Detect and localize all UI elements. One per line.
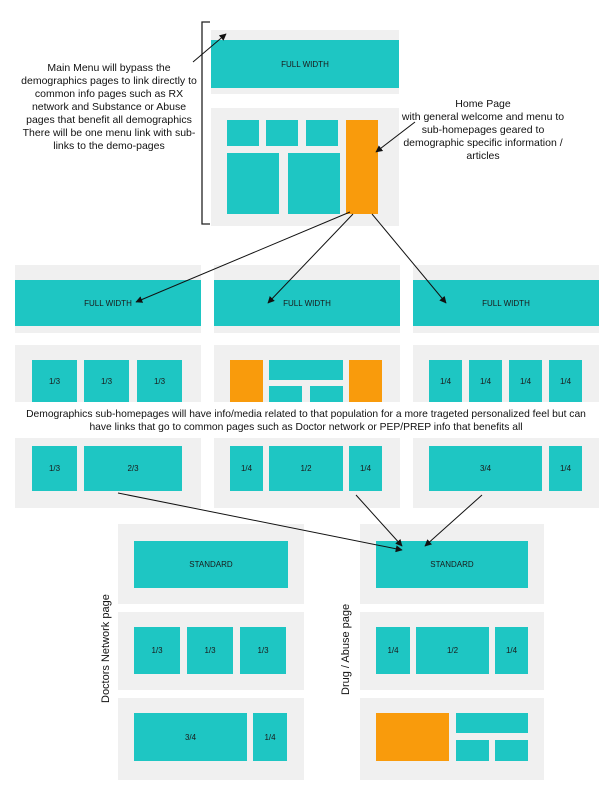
- drug-row1-col2: 1/2: [416, 627, 489, 674]
- home-header-label: FULL WIDTH: [281, 59, 329, 69]
- middle-sub-row1-bottom-2: [310, 386, 343, 402]
- doctors-row2-col1-label: 3/4: [184, 732, 197, 742]
- doctors-row1-col1: 1/3: [134, 627, 180, 674]
- left-sub-row1-col2-label: 1/3: [100, 376, 113, 386]
- middle-sub-row2-col3-label: 1/4: [359, 464, 372, 473]
- doctors-header-block: STANDARD: [134, 541, 288, 588]
- right-sub-row2-col1: 3/4: [429, 446, 542, 491]
- right-sub-row1-col4: 1/4: [549, 360, 582, 402]
- demographics-note: Demographics sub-homepages will have inf…: [26, 409, 586, 433]
- home-menu-block: [346, 120, 378, 214]
- doctors-row1-col3-label: 1/3: [257, 646, 269, 655]
- drug-row1-col3-label: 1/4: [505, 646, 518, 655]
- middle-sub-row2-col2-label: 1/2: [300, 464, 312, 473]
- home-block-3: [306, 120, 338, 146]
- middle-sub-row2-col3: 1/4: [349, 446, 382, 491]
- doctors-page-title: Doctors Network page: [100, 594, 112, 703]
- main-menu-note: Main Menu will bypass the demographics p…: [21, 62, 197, 152]
- right-sub-row2-col1-label: 3/4: [479, 464, 492, 473]
- home-header-block: FULL WIDTH: [211, 40, 399, 88]
- drug-header-block: STANDARD: [376, 541, 528, 588]
- right-sub-row2-col2: 1/4: [549, 446, 582, 491]
- drug-row1-col1: 1/4: [376, 627, 410, 674]
- drug-menu-block: [376, 713, 449, 761]
- right-sub-row1-col3-label: 1/4: [519, 376, 532, 386]
- doctors-row1-col1-label: 1/3: [151, 646, 163, 655]
- left-sub-row1-col2: 1/3: [84, 360, 129, 402]
- doctors-row2-col2-label: 1/4: [264, 732, 276, 742]
- drug-row2-bottom-1: [456, 740, 489, 761]
- home-page-note: Home Page with general welcome and menu …: [401, 98, 565, 162]
- left-sub-row2-col2: 2/3: [84, 446, 182, 491]
- right-sub-row1-col2: 1/4: [469, 360, 502, 402]
- right-sub-row1-col3: 1/4: [509, 360, 542, 402]
- left-sub-row2-col2-label: 2/3: [127, 464, 139, 473]
- middle-sub-menu-block-right: [349, 360, 382, 402]
- drug-row1-col1-label: 1/4: [387, 646, 399, 655]
- doctors-row2-col1: 3/4: [134, 713, 247, 761]
- right-sub-header-block: FULL WIDTH: [413, 280, 599, 326]
- middle-sub-row1-top: [269, 360, 343, 380]
- left-sub-row1-col3-label: 1/3: [153, 376, 166, 386]
- left-sub-row1-col1-label: 1/3: [48, 376, 61, 386]
- home-block-2: [266, 120, 298, 146]
- left-sub-header-label: FULL WIDTH: [84, 298, 132, 308]
- right-sub-header-label: FULL WIDTH: [482, 298, 530, 308]
- doctors-header-label: STANDARD: [189, 560, 233, 569]
- middle-sub-menu-block-left: [230, 360, 263, 402]
- left-sub-row2-col1: 1/3: [32, 446, 77, 491]
- left-sub-row2-col1-label: 1/3: [48, 464, 61, 473]
- right-sub-row1-col1: 1/4: [429, 360, 462, 402]
- middle-sub-header-block: FULL WIDTH: [214, 280, 400, 326]
- drug-row2-top: [456, 713, 528, 733]
- home-block-1: [227, 120, 259, 146]
- doctors-row1-col2: 1/3: [187, 627, 233, 674]
- middle-sub-row2-col1: 1/4: [230, 446, 263, 491]
- drug-row2-bottom-2: [495, 740, 528, 761]
- home-block-5: [288, 153, 340, 214]
- right-sub-row1-col4-label: 1/4: [559, 376, 572, 386]
- doctors-row1-col3: 1/3: [240, 627, 286, 674]
- drug-row1-col2-label: 1/2: [446, 646, 459, 655]
- drug-page-title: Drug / Abuse page: [340, 603, 352, 695]
- doctors-row1-col2-label: 1/3: [204, 646, 216, 655]
- middle-sub-row2-col1-label: 1/4: [240, 464, 253, 473]
- drug-row1-col3: 1/4: [495, 627, 528, 674]
- left-sub-row1-col3: 1/3: [137, 360, 182, 402]
- middle-sub-header-label: FULL WIDTH: [283, 298, 331, 308]
- middle-sub-row1-bottom-1: [269, 386, 302, 402]
- right-sub-row2-col2-label: 1/4: [559, 464, 572, 473]
- drug-header-label: STANDARD: [430, 560, 474, 569]
- right-sub-row1-col2-label: 1/4: [479, 376, 492, 386]
- left-sub-header-block: FULL WIDTH: [15, 280, 201, 326]
- doctors-row2-col2: 1/4: [253, 713, 287, 761]
- middle-sub-row2-col2: 1/2: [269, 446, 343, 491]
- home-block-4: [227, 153, 279, 214]
- right-sub-row1-col1-label: 1/4: [439, 376, 452, 386]
- left-sub-row1-col1: 1/3: [32, 360, 77, 402]
